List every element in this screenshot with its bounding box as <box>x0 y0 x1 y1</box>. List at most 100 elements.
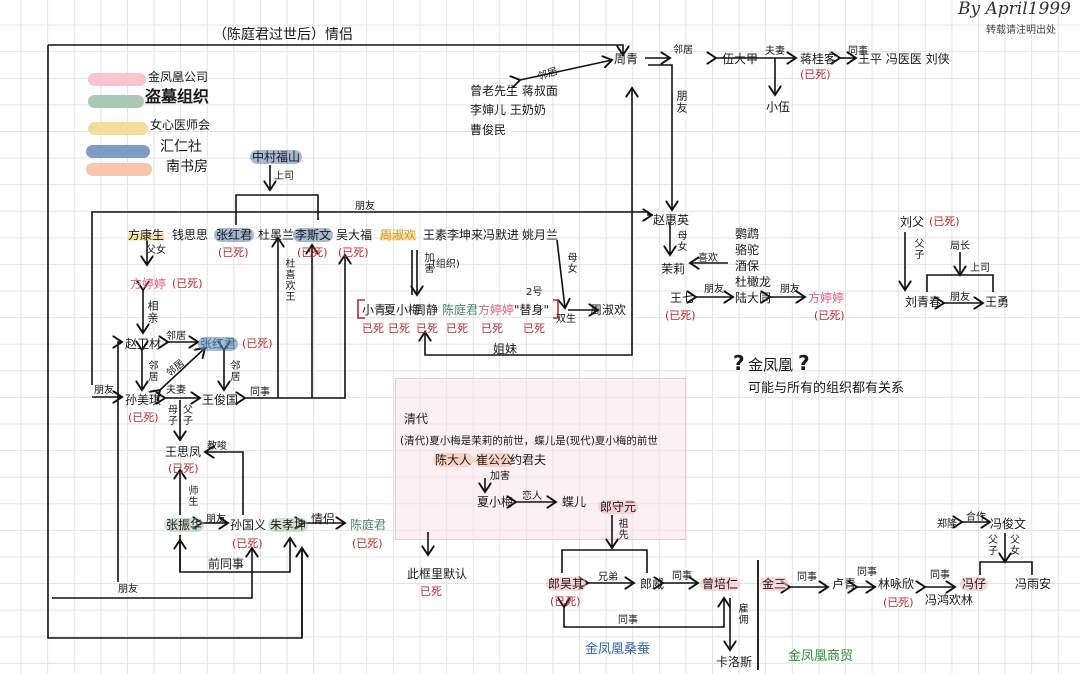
node-sunmeiqi: 孙美琪 <box>125 393 162 407</box>
node-luqing: 卢青 <box>832 577 857 591</box>
node-group-member: 鹦鹉 <box>735 227 760 241</box>
node-person: 李坤来 <box>447 228 484 242</box>
node-wangqi: 王七 <box>670 291 695 305</box>
node-person: 张红君 <box>214 228 255 242</box>
node-wudajia: 伍大甲 <box>722 52 759 66</box>
rel-label: 朋友 <box>780 284 800 295</box>
dead-tag: 已死 <box>420 585 442 598</box>
rel-label: 父子 <box>912 238 923 260</box>
rel-label: 同事 <box>797 572 817 583</box>
rel-label: 雇佣 <box>736 603 747 625</box>
watermark-signature: By April1999 <box>958 0 1071 19</box>
node-victim: 夏小梅 <box>384 303 421 317</box>
node-zhanghongjun: 张红君 <box>198 337 239 351</box>
rel-label: 师生 <box>186 485 197 507</box>
legend-swatch-jinfenghuang <box>88 73 146 86</box>
node-fangtingting: 方婷婷 <box>130 277 167 291</box>
node-zhangzhenhua: 张振华 <box>164 518 205 532</box>
rel-label: 同事 <box>848 46 868 57</box>
rel-label: 加害 <box>422 252 433 274</box>
node-fengyuan: 冯雨安 <box>1015 577 1052 591</box>
rel-label: 双生 <box>556 314 576 325</box>
legend-label: 女心医师会 <box>150 118 211 132</box>
question-note: 可能与所有的组织都有关系 <box>748 381 905 396</box>
dead-tag: (已死) <box>232 537 263 550</box>
node-person: 姚月兰 <box>522 228 559 242</box>
node-zhuxiaokun: 朱孝坤 <box>268 518 309 532</box>
rel-label: 教唆 <box>207 441 227 452</box>
dead-tag: 已死 <box>523 322 545 335</box>
watermark-note: 转载请注明出处 <box>986 25 1056 36</box>
node-victim: "替身" <box>514 303 550 317</box>
node-fengzai: 冯仔 <box>960 577 989 591</box>
dead-tag: (已死) <box>218 246 249 259</box>
node-zengpeiren: 曾培仁 <box>700 577 741 591</box>
qing-default-note: 此框里默认 <box>407 567 468 581</box>
node-wangjunguo: 王俊国 <box>202 393 239 407</box>
dead-tag: 已死 <box>388 322 410 335</box>
node-person: 周淑欢 <box>380 228 417 242</box>
node-zhaohuiying: 赵惠英 <box>653 213 690 227</box>
node-group-member: 酒保 <box>735 259 760 273</box>
rel-label: 合作 <box>966 512 986 523</box>
dead-tag: (已死) <box>172 277 203 290</box>
rel-label: 邻居 <box>146 360 157 382</box>
node-fangtingting: 方婷婷 <box>808 291 845 305</box>
rel-label: 前同事 <box>208 557 245 571</box>
rel-label: 兄弟 <box>598 572 618 583</box>
node-langhaoqi: 郎昊其 <box>546 577 587 591</box>
rel-label: 父子 <box>988 535 998 557</box>
rel-label: 父女 <box>146 245 166 256</box>
node-xiaxiaomei: 夏小梅 <box>477 495 514 509</box>
title: （陈庭君过世后）情侣 <box>213 27 353 43</box>
node-fengjunwen: 冯俊文 <box>990 517 1027 531</box>
rel-label: 喜欢 <box>698 253 718 264</box>
dead-tag: (已死) <box>800 68 831 81</box>
dead-tag: 已死 <box>416 322 438 335</box>
node-juzhang: 局长 <box>950 241 970 252</box>
rel-label: 邻居 <box>673 45 693 56</box>
node-group-member: 骆驼 <box>735 243 760 257</box>
legend-label: 金凤凰公司 <box>148 70 209 84</box>
group-label-sangcan: 金凤凰桑蚕 <box>585 642 651 657</box>
node-zhongcun: 中村福山 <box>250 150 303 164</box>
rel-label: 2号 <box>526 287 543 298</box>
node-liuqingchun: 刘青春 <box>905 295 942 309</box>
rel-label: (组织) <box>432 259 460 270</box>
rel-label: 父女 <box>1010 535 1020 557</box>
dead-tag: (已死) <box>338 246 369 259</box>
legend-swatch-huirenshe <box>86 145 150 158</box>
rel-label: 同事 <box>672 571 692 582</box>
rel-label: 上司 <box>970 263 990 274</box>
node-zhouqing: 周青 <box>614 52 639 66</box>
legend-swatch-doctors <box>88 122 148 135</box>
node-jiangguirong: 蒋桂客 <box>800 52 837 66</box>
rel-label: 朋友 <box>675 90 688 114</box>
rel-label: 恋人 <box>522 491 542 502</box>
rel-label: 夫妻 <box>765 46 785 57</box>
node-zhoushuhuan: 周淑欢 <box>590 303 627 317</box>
legend-swatch-tomb-raiders <box>88 95 144 108</box>
rel-label: 朋友 <box>704 284 724 295</box>
rel-label: 朋友 <box>355 201 375 212</box>
rel-label: 母女 <box>675 230 686 252</box>
node-dieer: 蝶儿 <box>562 495 587 509</box>
legend-swatch-nanshufang <box>86 163 152 176</box>
node-sunguoyi: 孙国义 <box>230 518 267 532</box>
legend-label: 汇仁社 <box>160 139 202 155</box>
node-neighbors: 曾老先生 蒋叔面 <box>470 84 558 98</box>
dead-tag: (已死) <box>242 337 273 350</box>
node-liufu: 刘父 <box>900 215 925 229</box>
dead-tag: (已死) <box>665 309 696 322</box>
qing-era: 清代 <box>404 412 429 426</box>
dead-tag: 已死 <box>481 322 503 335</box>
node-langshouyuan: 郎守元 <box>598 500 639 514</box>
node-person: 钱思思 <box>172 228 209 242</box>
question-title: 金凤凰 <box>748 356 794 374</box>
rel-label: 情侣 <box>311 512 336 526</box>
qing-note: (清代)夏小梅是茉莉的前世，蝶儿是(现代)夏小梅的前世 <box>400 435 658 447</box>
node-kaluosi: 卡洛斯 <box>716 655 753 669</box>
node-fenghonghuanlin: 冯鸿欢林 <box>925 593 974 607</box>
node-zhaoweicai: 赵卫材 <box>125 337 162 351</box>
